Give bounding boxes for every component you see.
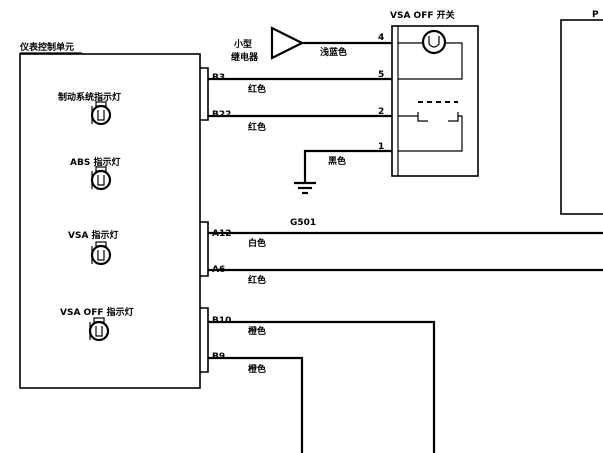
switch-pin-2: 2 <box>378 107 384 117</box>
indicator-label-brake: 制动系统指示灯 <box>58 91 121 103</box>
switch-pin-5: 5 <box>378 70 384 80</box>
wire-color-b22: 红色 <box>248 121 266 133</box>
indicator-label-abs: ABS 指示灯 <box>70 156 120 168</box>
relay-triangle-icon <box>270 26 305 60</box>
wire-color-b3: 红色 <box>248 83 266 95</box>
right-module-box <box>560 19 603 215</box>
wire-color-b10: 橙色 <box>248 325 266 337</box>
relay-label-line1: 小型 <box>233 38 252 50</box>
bulb-icon-vsa <box>90 241 112 266</box>
switch-housing <box>391 25 479 177</box>
switch-pin-4: 4 <box>378 33 384 43</box>
switch-contacts <box>417 112 459 122</box>
control-unit-title: 仪表控制单元 <box>19 41 74 53</box>
ground-label-g501: G501 <box>290 218 316 228</box>
right-module-title-fragment: P <box>592 10 599 20</box>
switch-lamp-loop <box>398 42 463 80</box>
wire-color-ground: 黑色 <box>328 155 346 167</box>
switch-contact-loop <box>398 115 463 152</box>
wire-color-a6: 红色 <box>248 274 266 286</box>
wire-b10 <box>208 320 436 453</box>
bulb-icon-brake <box>90 101 112 126</box>
bulb-icon-vsa-off <box>88 317 110 342</box>
wire-color-a12: 白色 <box>248 237 266 249</box>
indicator-label-vsa-off: VSA OFF 指示灯 <box>60 306 134 318</box>
relay-label-line2: 继电器 <box>231 51 259 63</box>
wire-ground <box>303 149 392 183</box>
connector-bracket-b3-b22 <box>200 67 209 121</box>
switch-bulb-icon <box>421 29 447 55</box>
wire-b9 <box>208 356 304 453</box>
indicator-label-vsa: VSA 指示灯 <box>68 229 119 241</box>
wire-color-b9: 橙色 <box>248 363 266 375</box>
wire-color-relay: 浅蓝色 <box>320 46 347 58</box>
switch-pin-1: 1 <box>378 142 384 152</box>
switch-title: VSA OFF 开关 <box>390 9 455 21</box>
connector-bracket-a12-a6 <box>200 221 209 277</box>
bulb-icon-abs <box>90 166 112 191</box>
connector-bracket-b10-b9 <box>200 307 209 373</box>
instrument-control-unit: 仪表控制单元 制动系统指示灯 ABS 指示灯 VSA 指示灯 VSA OFF 指… <box>19 41 209 389</box>
control-unit-box <box>19 53 201 389</box>
